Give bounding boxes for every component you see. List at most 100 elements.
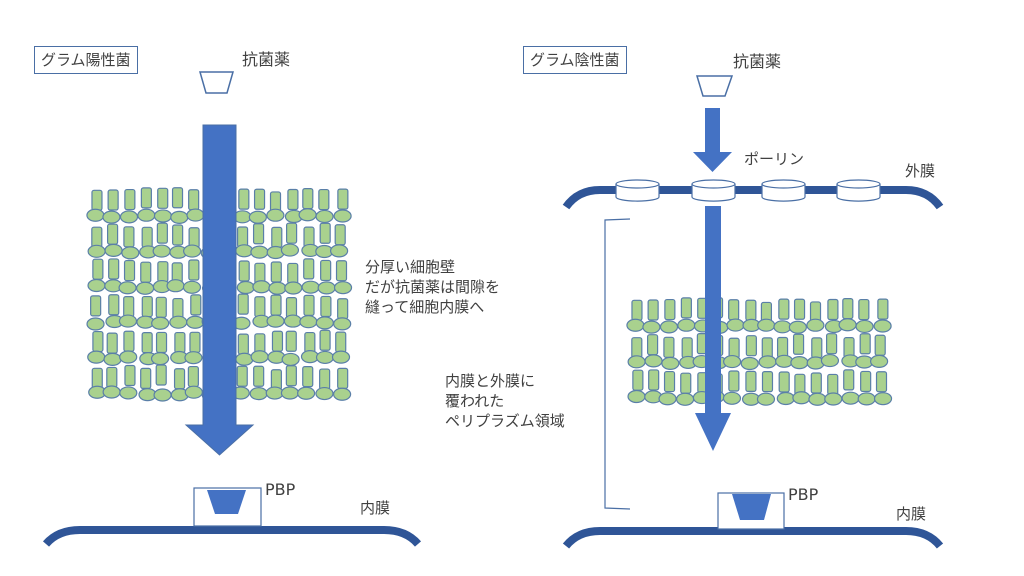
wall-bead [252,280,271,294]
wall-rod [646,334,659,356]
wall-rod [123,330,135,352]
wall-rod [319,329,331,351]
wall-rod [174,331,186,354]
porin-icon [836,179,881,202]
wall-bead [330,244,349,258]
right-pbp-label: PBP [788,485,819,504]
wall-rod [238,260,250,282]
wall-bead [315,209,334,224]
wall-rod [140,187,152,209]
wall-bead [758,355,777,369]
wall-rod [285,330,297,352]
right-inner-membrane-label: 内膜 [896,505,927,523]
wall-rod [318,188,330,211]
outer-membrane-label: 外膜 [905,162,936,180]
wall-bead [808,392,827,406]
wall-bead [627,389,646,404]
wall-bead [333,209,352,223]
right-antibiotic-arrow-to-porin [693,108,732,172]
wall-rod [252,223,265,245]
wall-bead [722,391,742,405]
wall-rod [875,371,888,393]
wall-bead [182,280,202,294]
wall-bead [333,281,353,295]
wall-bead [186,315,205,329]
wall-rod [140,261,152,283]
wall-bead [658,392,677,406]
wall-bead [317,281,336,295]
wall-rod [92,330,104,353]
wall-rod [155,331,168,354]
wall-bead [297,386,316,400]
wall-rod [285,365,297,387]
wall-rod [681,337,693,359]
wall-rod [107,189,119,211]
wall-bead [757,318,776,332]
wall-bead [186,208,205,222]
wall-rod [648,369,660,391]
wall-bead [299,315,318,329]
wall-rod [237,333,249,355]
wall-rod [171,187,184,209]
wall-rod [92,258,104,280]
wall-bead [331,350,351,364]
wall-bead [121,246,140,260]
wall-rod [91,367,103,389]
wall-rod [319,222,331,244]
wall-rod [287,188,299,211]
wall-rod [187,365,199,388]
wall-rod [189,331,201,353]
wall-rod [745,370,757,392]
wall-rod [810,372,822,394]
wall-bead [266,314,285,328]
wall-bead [855,319,874,334]
wall-bead [626,318,645,332]
wall-rod [337,188,349,210]
wall-bead [151,316,170,330]
left-wall-note: 分厚い細胞壁 だが抗菌薬は間隙を 縫って細胞内膜へ [365,257,500,317]
wall-rod [826,333,838,355]
wall-bead [773,320,792,334]
wall-rod [337,367,349,389]
wall-rod [157,187,169,209]
wall-bead [266,208,285,222]
wall-rod [106,332,118,354]
wall-rod [877,298,889,320]
wall-rod [663,336,675,358]
wall-rod [303,294,315,316]
porin-icon [761,179,806,202]
wall-bead [792,391,811,405]
left-pbp-label: PBP [265,480,296,499]
wall-rod [91,189,103,211]
left-wall-note-line: 縫って細胞内膜へ [365,298,485,316]
wall-bead [775,354,794,368]
wall-rod [827,373,839,396]
wall-bead [137,208,156,222]
wall-rod [188,259,200,281]
wall-rod [745,335,757,357]
wall-bead [150,352,170,366]
wall-bead [136,281,155,295]
wall-bead [249,386,268,401]
porin-icon [615,179,660,202]
wall-bead [119,210,139,224]
wall-bead [104,243,123,257]
porin-label: ポーリン [744,150,805,168]
wall-rod [286,222,298,244]
wall-bead [301,280,320,294]
wall-bead [873,392,893,406]
wall-rod [155,364,167,386]
wall-rod [680,297,692,319]
wall-rod [319,368,331,390]
wall-bead [86,317,105,331]
wall-rod [188,189,200,211]
wall-rod [270,294,282,316]
wall-rod [778,371,790,393]
wall-bead [118,281,137,295]
wall-bead [166,279,185,293]
wall-rod [335,331,347,353]
wall-bead [119,386,138,400]
right-pbp-icon [732,494,771,520]
wall-bead [280,243,300,257]
wall-bead [776,391,795,406]
